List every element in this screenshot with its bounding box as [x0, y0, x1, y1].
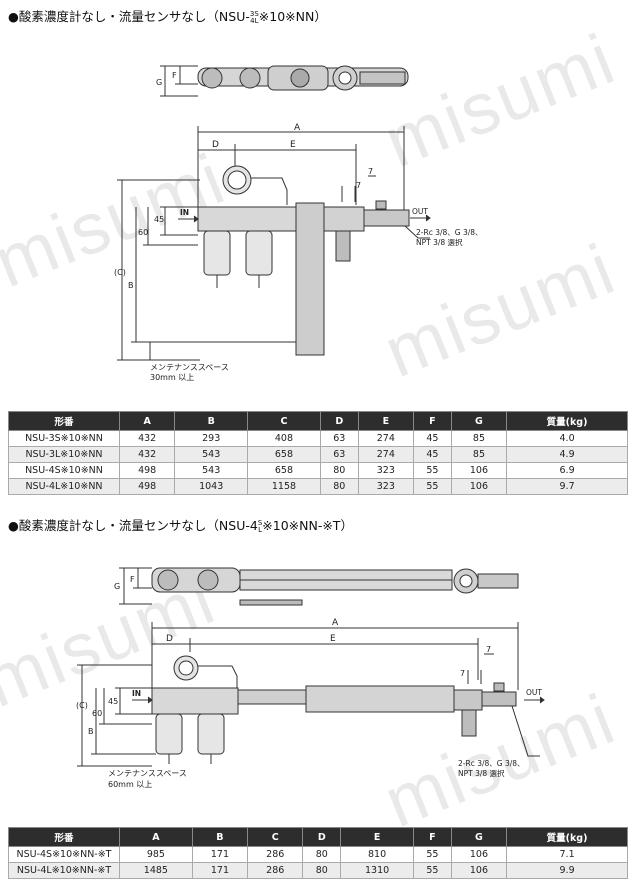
- section1-drawing: A D E F G 45 60 (C) B 7 7 IN OUT 2-Rc 3/…: [114, 65, 483, 382]
- dim-7a-label: 7: [460, 669, 465, 678]
- dim-d-label: D: [166, 634, 173, 644]
- dim-60-label: 60: [138, 228, 148, 237]
- port-note-2: NPT 3/8 選択: [458, 768, 505, 778]
- maintenance-note-2: 30mm 以上: [150, 373, 194, 382]
- maintenance-note-1: メンテナンススペース: [150, 363, 229, 372]
- dim-e-label: E: [290, 140, 296, 150]
- maintenance-note-1: メンテナンススペース: [108, 769, 187, 778]
- dim-c-label: (C): [76, 701, 88, 710]
- dim-a-label: A: [332, 618, 339, 628]
- table-header-row: 形番 A B C D E F G 質量(kg): [8, 827, 628, 847]
- dim-c-label: (C): [114, 268, 126, 277]
- out-label: OUT: [412, 207, 428, 216]
- port-note-1: 2-Rc 3/8、G 3/8、: [458, 759, 525, 768]
- dim-f-label: F: [130, 575, 135, 584]
- dim-b-label: B: [88, 727, 94, 736]
- dim-7b-label: 7: [486, 645, 491, 654]
- dim-g-label: G: [156, 78, 162, 87]
- dim-45-label: 45: [108, 697, 118, 706]
- dim-e-label: E: [330, 634, 336, 644]
- in-label: IN: [180, 208, 189, 217]
- table-header-row: 形番 A B C D E F G 質量(kg): [8, 411, 628, 431]
- maintenance-note-2: 60mm 以上: [108, 780, 152, 789]
- dim-45-label: 45: [154, 215, 164, 224]
- dim-g-label: G: [114, 582, 120, 591]
- dim-a-label: A: [294, 123, 301, 133]
- dim-7b-label: 7: [368, 167, 373, 176]
- port-note-1: 2-Rc 3/8、G 3/8、: [416, 228, 483, 237]
- dim-b-label: B: [128, 281, 134, 290]
- in-label: IN: [132, 689, 141, 698]
- section2-drawing: A D E F G 45 60 (C) B 7 7 IN OUT 2-Rc 3/…: [76, 567, 545, 789]
- dim-d-label: D: [212, 140, 219, 150]
- port-note-2: NPT 3/8 選択: [416, 237, 463, 247]
- dim-f-label: F: [172, 71, 177, 80]
- out-label: OUT: [526, 688, 542, 697]
- dim-60-label: 60: [92, 709, 102, 718]
- dim-7a-label: 7: [356, 181, 361, 190]
